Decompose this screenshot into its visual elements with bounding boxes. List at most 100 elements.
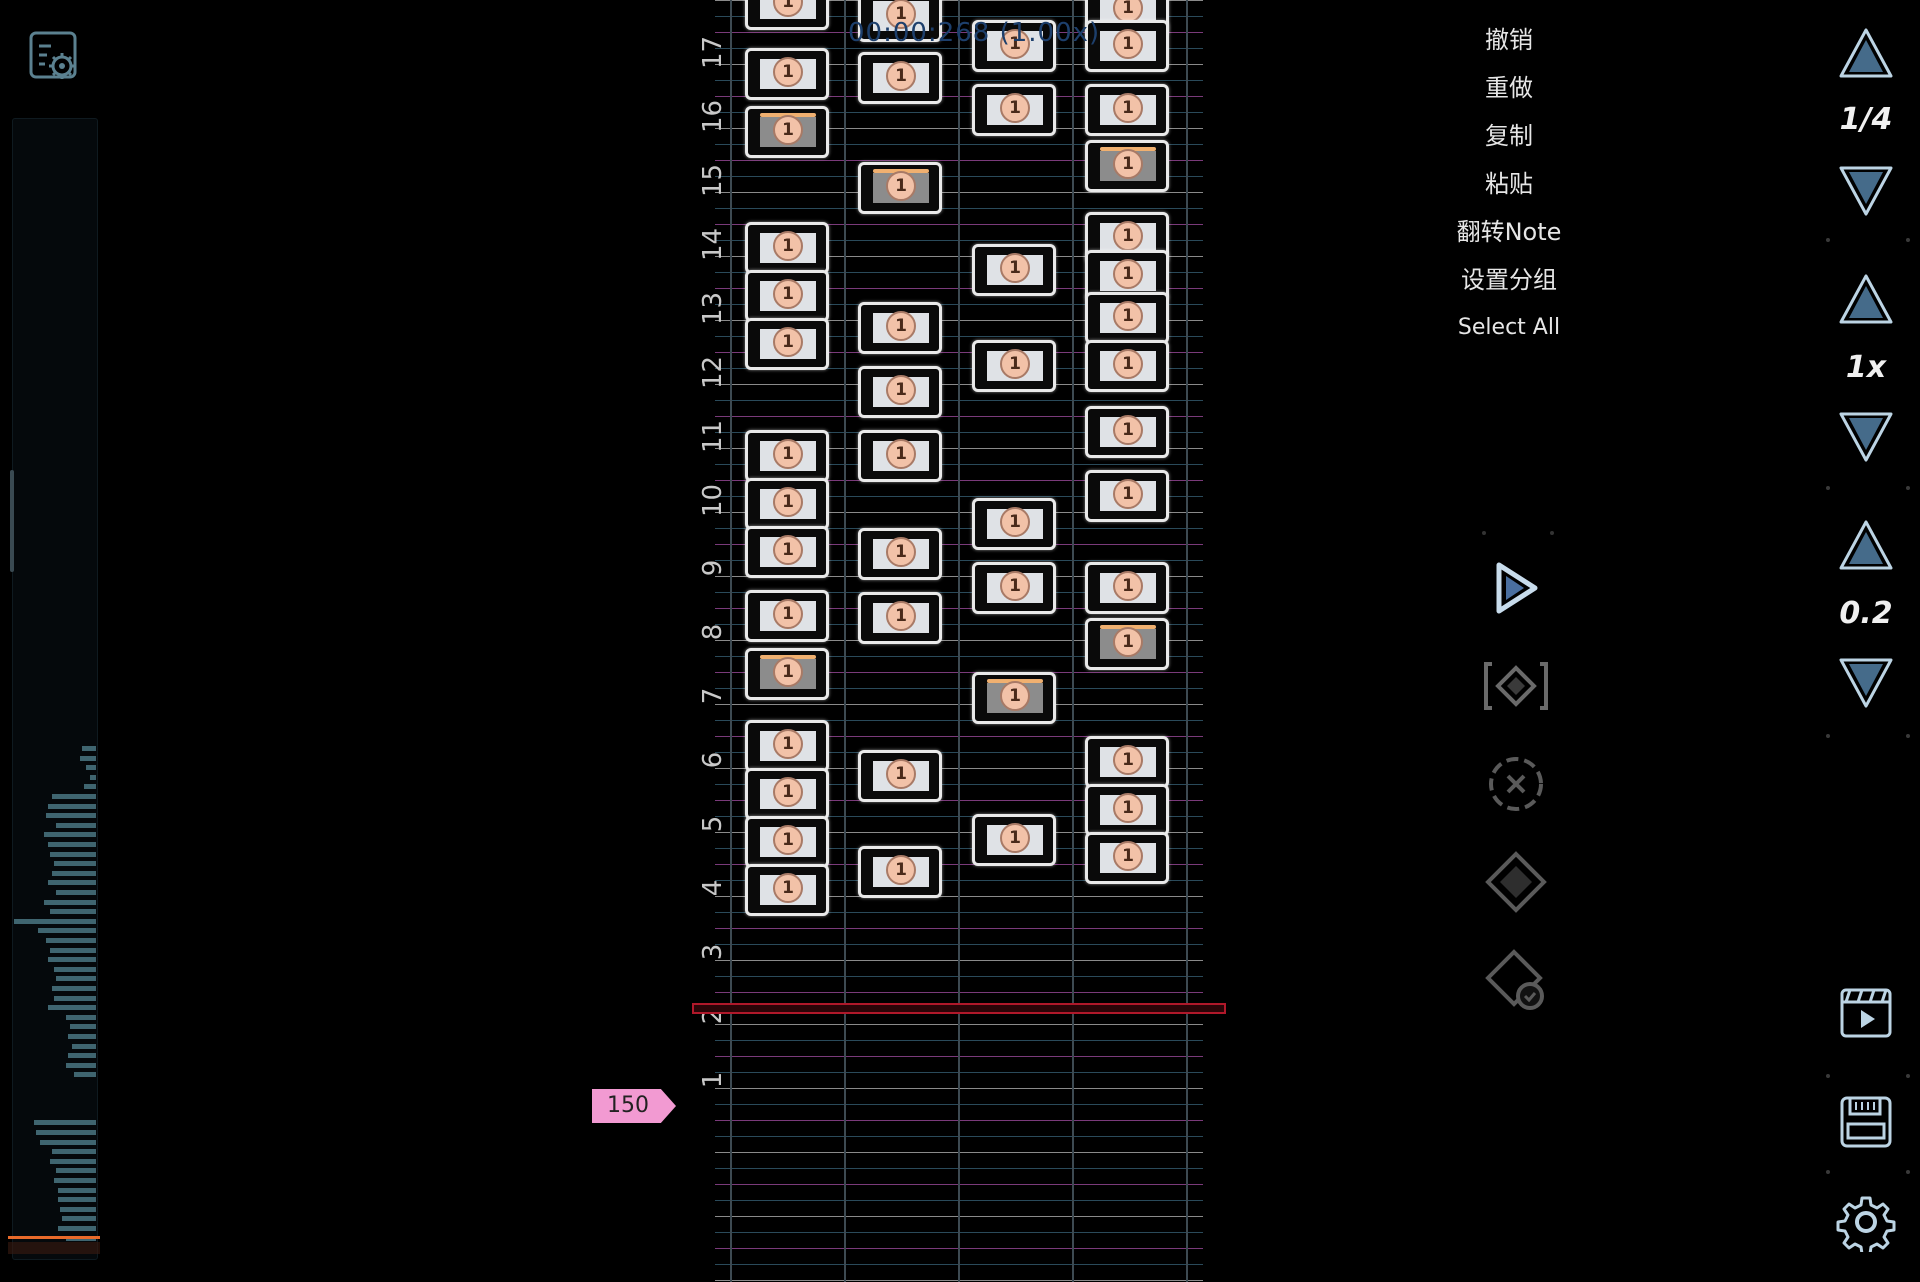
speed-up-button[interactable] [1836, 270, 1896, 330]
tap-note-icon [1485, 851, 1547, 913]
menu-item-paste[interactable]: 粘贴 [1485, 170, 1533, 198]
tap-note[interactable]: 1 [1085, 618, 1169, 670]
tap-note[interactable]: 1 [745, 768, 829, 820]
tap-note[interactable]: 1 [972, 340, 1056, 392]
note-size-down-button[interactable] [1836, 652, 1896, 712]
tap-note[interactable]: 1 [1085, 292, 1169, 344]
tap-note[interactable]: 1 [858, 750, 942, 802]
overview-scrollbar[interactable] [10, 470, 14, 572]
save-button[interactable] [1836, 1092, 1896, 1152]
tap-note[interactable]: 1 [858, 528, 942, 580]
select-box-tool[interactable] [1480, 650, 1552, 722]
tap-note[interactable]: 1 [1085, 406, 1169, 458]
note-number-badge: 1 [1000, 823, 1030, 853]
tap-note[interactable]: 1 [858, 52, 942, 104]
tap-note[interactable]: 1 [1085, 84, 1169, 136]
note-size-up-button[interactable] [1836, 516, 1896, 576]
overview-position-marker[interactable] [8, 1236, 100, 1239]
tap-note[interactable]: 1 [858, 0, 942, 42]
tap-note[interactable]: 1 [745, 864, 829, 916]
note-number-badge: 1 [773, 825, 803, 855]
tap-note[interactable]: 1 [972, 498, 1056, 550]
preview-video-button[interactable] [1836, 982, 1896, 1042]
tap-note[interactable]: 1 [1085, 470, 1169, 522]
speed-down-button[interactable] [1836, 406, 1896, 466]
note-number-badge: 1 [773, 873, 803, 903]
lane-line [1072, 0, 1074, 1282]
menu-item-copy[interactable]: 复制 [1485, 122, 1533, 150]
tap-note[interactable]: 1 [858, 430, 942, 482]
play-icon [1496, 562, 1538, 614]
note-number-badge: 1 [886, 601, 916, 631]
tap-note[interactable]: 1 [972, 84, 1056, 136]
tap-note[interactable]: 1 [1085, 140, 1169, 192]
tap-note[interactable]: 1 [858, 592, 942, 644]
menu-item-flip-note[interactable]: 翻转Note [1456, 218, 1562, 246]
tap-note[interactable]: 1 [972, 672, 1056, 724]
tap-note[interactable]: 1 [745, 478, 829, 530]
context-menu: 撤销 重做 复制 粘贴 翻转Note 设置分组 Select All [1436, 16, 1582, 352]
density-bar [74, 1072, 96, 1078]
tap-note[interactable]: 1 [745, 648, 829, 700]
tap-note[interactable]: 1 [858, 846, 942, 898]
menu-item-set-group[interactable]: 设置分组 [1461, 266, 1557, 294]
tap-note[interactable]: 1 [745, 816, 829, 868]
tap-note[interactable]: 1 [1085, 20, 1169, 72]
tap-note[interactable]: 1 [745, 720, 829, 772]
settings-button[interactable] [1836, 1192, 1896, 1256]
tap-note-tool[interactable] [1480, 846, 1552, 918]
beat-division-up-button[interactable] [1836, 24, 1896, 84]
lane-line [730, 0, 732, 1282]
play-button[interactable] [1480, 552, 1552, 624]
density-bar [68, 1034, 96, 1039]
chart-settings-icon [29, 31, 77, 79]
tap-note[interactable]: 1 [745, 106, 829, 158]
tap-note[interactable]: 1 [745, 222, 829, 274]
beat-number: 9 [698, 559, 728, 577]
note-check-tool[interactable] [1480, 944, 1552, 1016]
tap-note[interactable]: 1 [858, 162, 942, 214]
tap-note[interactable]: 1 [1085, 736, 1169, 788]
tap-note[interactable]: 1 [1085, 832, 1169, 884]
tap-note[interactable]: 1 [1085, 340, 1169, 392]
beat-division-down-button[interactable] [1836, 160, 1896, 220]
density-bar [56, 1168, 96, 1174]
note-density-graph [12, 118, 96, 1258]
density-bar [50, 851, 96, 857]
tap-note[interactable]: 1 [972, 814, 1056, 866]
tap-note[interactable]: 1 [745, 0, 829, 30]
density-bar [52, 1149, 96, 1155]
menu-item-undo[interactable]: 撤销 [1485, 26, 1533, 54]
tap-note[interactable]: 1 [972, 20, 1056, 72]
tap-note[interactable]: 1 [1085, 562, 1169, 614]
triangle-up-icon [1839, 520, 1893, 570]
tap-note[interactable]: 1 [1085, 784, 1169, 836]
tap-note[interactable]: 1 [745, 430, 829, 482]
tap-note[interactable]: 1 [745, 526, 829, 578]
menu-item-select-all[interactable]: Select All [1457, 315, 1561, 340]
density-bar [48, 957, 96, 963]
bpm-tag[interactable]: 150 [592, 1089, 676, 1123]
chart-overview-panel[interactable] [12, 118, 98, 1260]
tap-note[interactable]: 1 [745, 318, 829, 370]
chart-settings-button[interactable] [26, 28, 84, 86]
delete-tool[interactable] [1480, 748, 1552, 820]
density-bar [50, 1158, 96, 1164]
tap-note[interactable]: 1 [858, 366, 942, 418]
note-number-badge: 1 [886, 61, 916, 91]
tap-note[interactable]: 1 [745, 590, 829, 642]
beat-number: 10 [698, 483, 728, 517]
tap-note[interactable]: 1 [972, 244, 1056, 296]
menu-item-redo[interactable]: 重做 [1485, 74, 1533, 102]
density-bar [54, 861, 96, 867]
tap-note[interactable]: 1 [745, 270, 829, 322]
density-bar [52, 870, 96, 876]
tap-note[interactable]: 1 [972, 562, 1056, 614]
tap-note[interactable]: 1 [858, 302, 942, 354]
note-number-badge: 1 [773, 57, 803, 87]
tap-note[interactable]: 1 [745, 48, 829, 100]
density-bar [72, 1043, 96, 1049]
lane-line [958, 0, 960, 1282]
density-bar [52, 794, 96, 799]
